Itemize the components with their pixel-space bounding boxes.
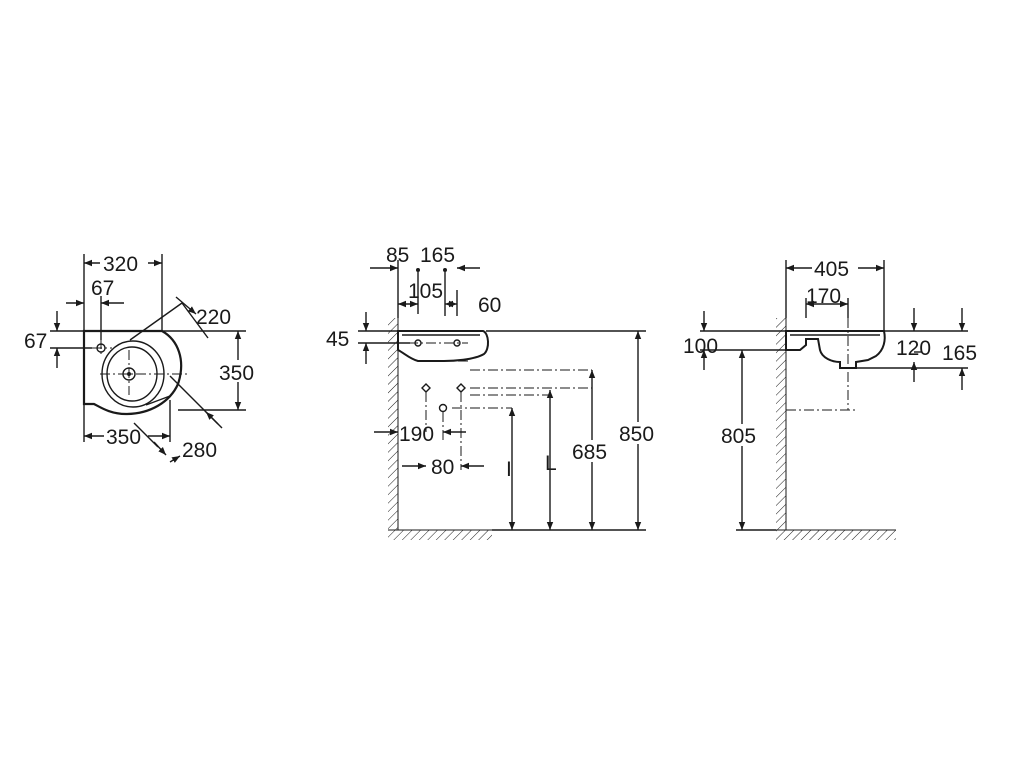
dim-320: 320 [103, 253, 138, 276]
side-basin [785, 330, 886, 369]
side-wall-hatch [776, 318, 786, 530]
dim-60: 60 [478, 294, 501, 317]
top-basin-outline [82, 329, 183, 416]
dim-80: 80 [431, 456, 454, 479]
dim-67-left: 67 [24, 330, 47, 353]
dim-220: 220 [196, 306, 231, 329]
dim-280: 280 [182, 439, 217, 462]
dim-105: 105 [408, 280, 443, 303]
dim-67-top: 67 [91, 277, 114, 300]
front-floor-hatch [388, 530, 492, 540]
top-view: 320 67 67 220 350 350 [24, 252, 262, 463]
side-floor-hatch [776, 530, 896, 540]
dim-165: 165 [420, 244, 455, 267]
dim-120: 120 [896, 337, 931, 360]
dim-170: 170 [806, 285, 841, 308]
front-view: 85 165 105 60 45 190 80 [326, 244, 662, 540]
dim-85: 85 [386, 244, 409, 267]
dim-165-side: 165 [942, 342, 977, 365]
side-view: 405 170 100 805 120 165 [683, 257, 977, 540]
dim-350-depth: 350 [219, 362, 254, 385]
dim-100: 100 [683, 335, 718, 358]
dim-805: 805 [721, 425, 756, 448]
dim-190: 190 [399, 423, 434, 446]
dim-850: 850 [619, 423, 654, 446]
label-i: I [506, 458, 512, 481]
label-L: L [545, 452, 557, 475]
front-wall-hatch [388, 318, 398, 530]
dim-405: 405 [814, 258, 849, 281]
dim-350-width: 350 [106, 426, 141, 449]
front-basin [397, 330, 489, 362]
dim-685: 685 [572, 441, 607, 464]
dim-45: 45 [326, 328, 349, 351]
